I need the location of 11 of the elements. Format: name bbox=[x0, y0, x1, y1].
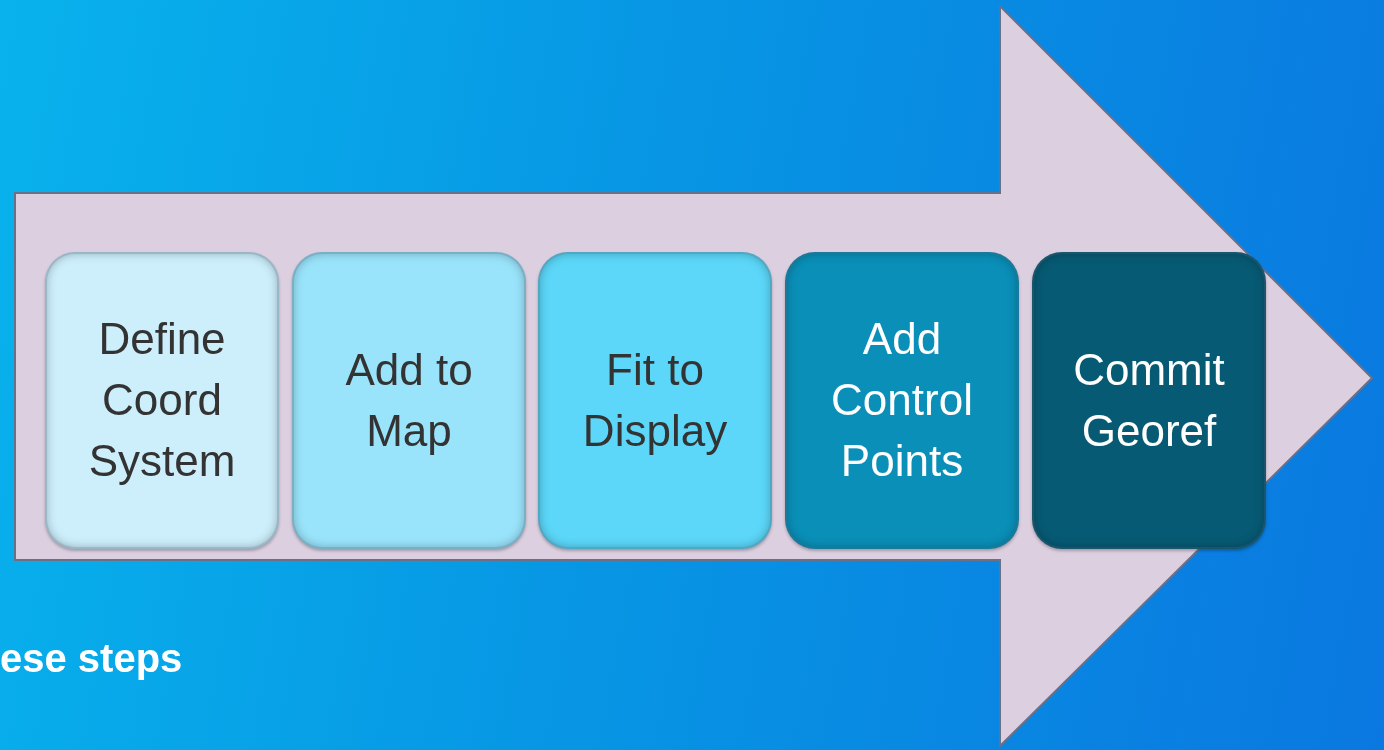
step-box bbox=[785, 252, 1019, 549]
step-label: Fit to Display bbox=[581, 343, 729, 457]
step-box bbox=[45, 252, 279, 549]
step-label: Add to Map bbox=[344, 343, 474, 457]
note-text: ese steps bbox=[0, 636, 183, 681]
step-box bbox=[1032, 252, 1266, 549]
step-label: Define Coord System bbox=[87, 313, 237, 487]
step-label: Commit Georef bbox=[1072, 343, 1226, 457]
step-box bbox=[292, 252, 526, 549]
step-label: Add Control Points bbox=[830, 313, 974, 487]
step-box bbox=[538, 252, 772, 549]
